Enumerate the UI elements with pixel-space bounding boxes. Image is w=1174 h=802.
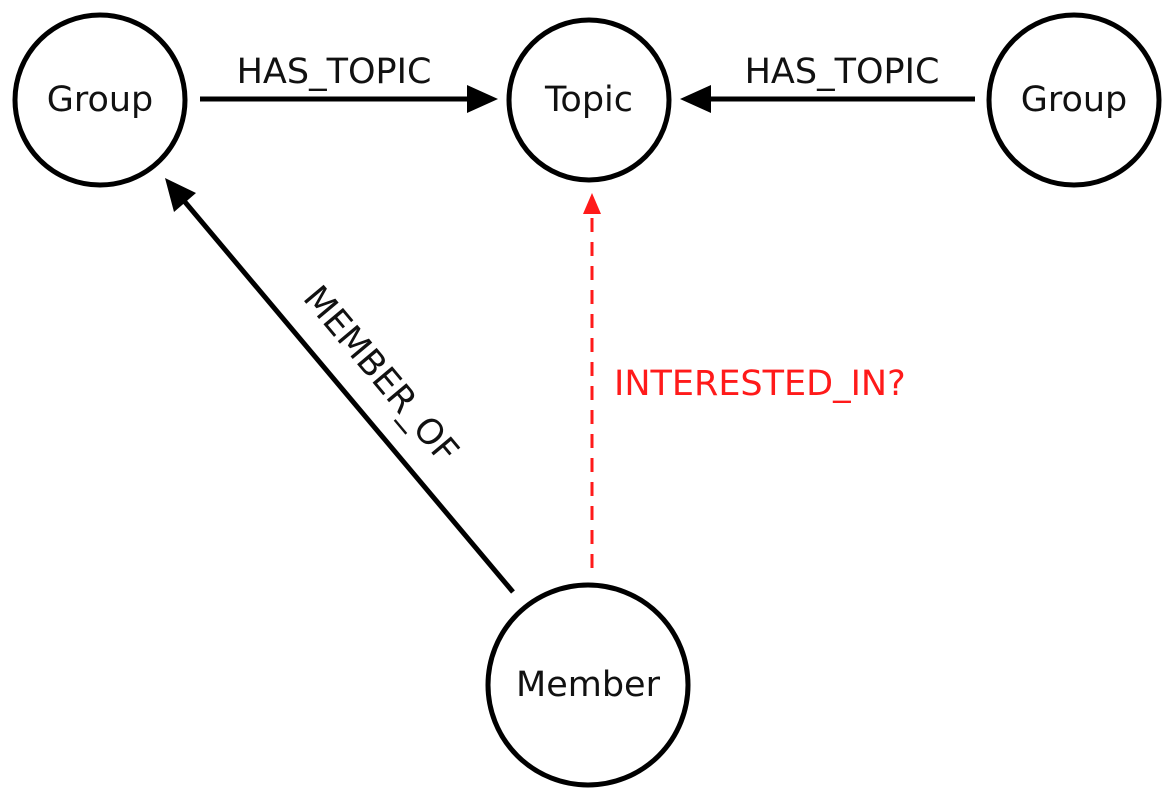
node-group-left: Group [12, 12, 188, 188]
edge-interested-in-label: INTERESTED_IN? [614, 364, 906, 404]
node-group-left-circle [12, 12, 188, 188]
edge-member-of-line [183, 200, 515, 594]
edge-has-topic-left: HAS_TOPIC [200, 52, 498, 113]
node-member: Member [485, 582, 691, 788]
edge-has-topic-right: HAS_TOPIC [680, 52, 975, 113]
edge-interested-in-arrowhead [583, 193, 601, 214]
edge-has-topic-left-label: HAS_TOPIC [237, 52, 432, 92]
node-group-right: Group [986, 12, 1162, 188]
edge-has-topic-left-arrowhead [467, 85, 498, 113]
edge-member-of-label: MEMBER_OF [295, 279, 466, 472]
node-member-circle [485, 582, 691, 788]
edge-has-topic-right-label: HAS_TOPIC [745, 52, 940, 92]
node-topic-label: Topic [544, 80, 633, 120]
node-topic: Topic [506, 17, 672, 183]
node-group-left-label: Group [47, 80, 154, 120]
edge-member-of: MEMBER_OF [165, 178, 515, 594]
edge-has-topic-right-arrowhead [680, 85, 711, 113]
node-member-label: Member [516, 665, 661, 705]
edge-interested-in: INTERESTED_IN? [583, 193, 906, 568]
node-group-right-circle [986, 12, 1162, 188]
edge-member-of-arrowhead [165, 178, 196, 212]
node-topic-circle [506, 17, 672, 183]
node-group-right-label: Group [1021, 80, 1128, 120]
